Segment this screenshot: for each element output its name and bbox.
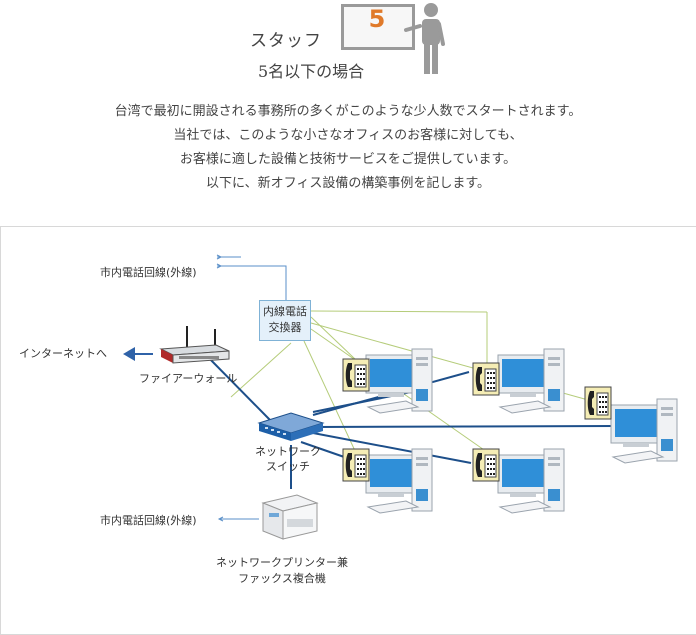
intro-line: 当社では、このような小さなオフィスのお客様に対しても、 — [173, 128, 523, 143]
intro-line: 台湾で最初に開設される事務所の多くがこのような少人数でスタートされます。 — [114, 104, 582, 119]
switch-label: ネットワーク スイッチ — [251, 444, 325, 474]
intro-line: 以下に、新オフィス設備の構築事例を記します。 — [205, 176, 491, 191]
staff-count: 5 — [368, 5, 386, 33]
page-subtitle: 5名以下の場合 — [258, 62, 365, 81]
intro-text: 台湾で最初に開設される事務所の多くがこのような少人数でスタートされます。 当社で… — [0, 100, 696, 196]
computer-icon — [497, 448, 565, 514]
pbx-box: 内線電話 交換器 — [259, 300, 311, 341]
phone-icon — [472, 362, 500, 396]
pbx-label-line2: 交換器 — [268, 321, 302, 334]
computer-icon — [610, 398, 678, 464]
phone-icon — [342, 358, 370, 392]
pbx-label-line1: 内線電話 — [263, 305, 307, 318]
intro-line: お客様に適した設備と技術サービスをご提供しています。 — [179, 152, 517, 167]
staff-label: スタッフ — [250, 31, 322, 51]
switch-label-line2: スイッチ — [266, 460, 310, 473]
phone-line-bottom-connector — [217, 516, 259, 522]
printer-icon — [261, 494, 319, 540]
presenter-icon — [404, 3, 445, 74]
computer-icon — [365, 448, 433, 514]
printer-label-line1: ネットワークプリンター兼 — [216, 556, 348, 569]
internet-label: インターネットへ — [19, 347, 107, 360]
printer-label: ネットワークプリンター兼 ファックス複合機 — [207, 555, 357, 587]
switch-label-line1: ネットワーク — [255, 445, 321, 458]
firewall-label: ファイアーウォール — [139, 372, 238, 385]
computer-icon — [497, 348, 565, 414]
printer-label-line2: ファックス複合機 — [238, 572, 326, 585]
phone-icon — [472, 448, 500, 482]
internet-arrow-icon — [123, 347, 153, 361]
network-switch-icon — [257, 412, 325, 441]
phone-line-bottom-label: 市内電話回線(外線) — [100, 514, 197, 527]
phone-line-top-label: 市内電話回線(外線) — [100, 266, 197, 279]
computer-icon — [365, 348, 433, 414]
phone-icon — [342, 448, 370, 482]
phone-line-top-connector — [216, 254, 287, 300]
firewall-icon — [159, 326, 230, 364]
phone-icon — [584, 386, 612, 420]
staff-count-board: 5 — [341, 4, 415, 50]
network-diagram: 市内電話回線(外線) 内線電話 交換器 インターネットへ ファイアーウォール ネ… — [0, 226, 696, 635]
